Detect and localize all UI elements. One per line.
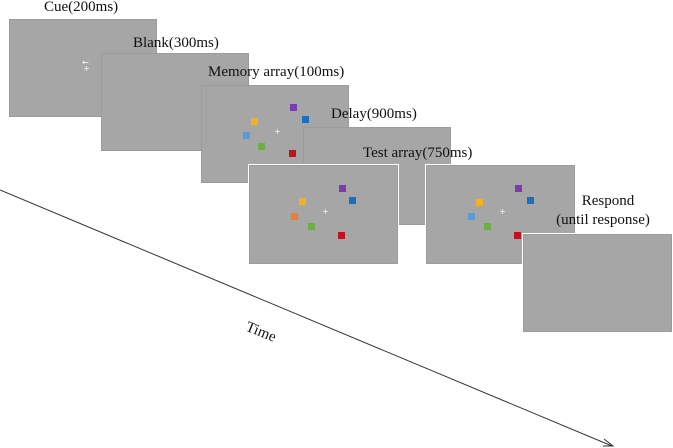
test-right-square-lightblue	[468, 213, 475, 220]
test-right-fixation-cross: +	[499, 207, 506, 216]
test-left-square-green	[308, 223, 315, 230]
test-array-label: Test array(750ms)	[363, 145, 473, 161]
memory-square-red	[289, 150, 296, 157]
memory-array-label: Memory array(100ms)	[208, 64, 345, 80]
delay-label: Delay(900ms)	[331, 106, 417, 122]
test-right-square-green	[484, 223, 491, 230]
memory-square-yellow	[251, 118, 258, 125]
test-left-square-red	[338, 232, 345, 239]
test-left-fixation-cross: +	[322, 207, 329, 216]
cue-fixation-cross: +	[83, 64, 90, 73]
memory-fixation-cross: +	[274, 127, 281, 136]
respond-label-line1: Respond	[581, 193, 635, 209]
memory-square-green	[258, 143, 265, 150]
memory-square-purple	[290, 104, 297, 111]
memory-square-blue	[302, 116, 309, 123]
cue-arrow: ←	[82, 58, 89, 67]
test-left-square-blue	[349, 197, 356, 204]
test-left-square-yellow	[299, 198, 306, 205]
test-right-square-yellow	[476, 199, 483, 206]
test-right-square-red	[514, 232, 521, 239]
test-left-square-orange	[291, 213, 298, 220]
cue-label: Cue(200ms)	[44, 0, 119, 15]
blank-label: Blank(300ms)	[133, 35, 219, 51]
test-right-square-purple	[515, 185, 522, 192]
respond-panel	[522, 233, 673, 333]
test-array-panel-left: +	[248, 164, 399, 265]
test-left-square-purple	[339, 185, 346, 192]
respond-label-line2: (until response)	[556, 212, 650, 228]
test-right-square-blue	[527, 197, 534, 204]
memory-square-lightblue	[243, 132, 250, 139]
